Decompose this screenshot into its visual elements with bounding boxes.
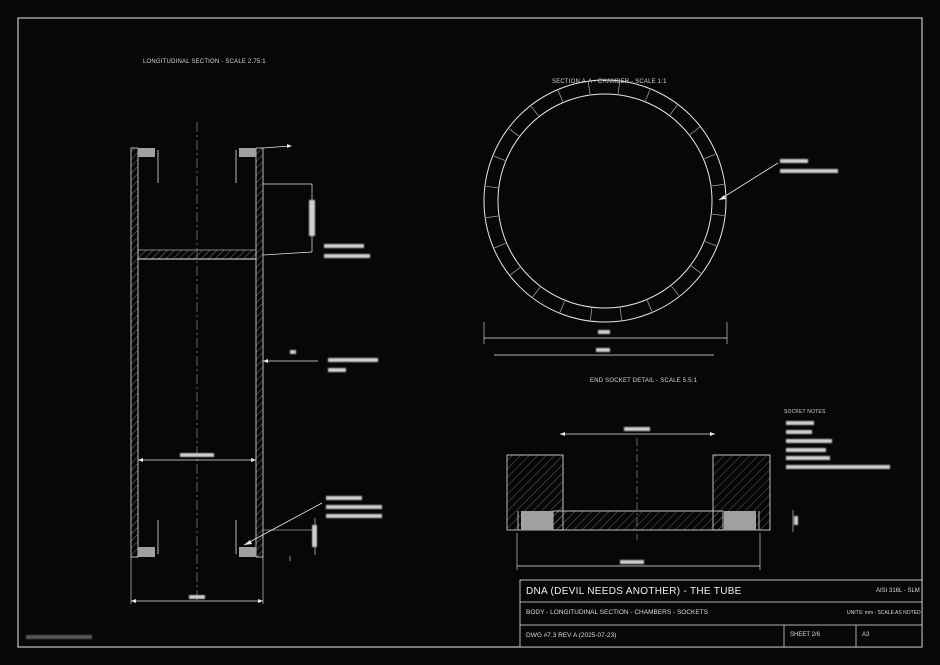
ring-wall-tick — [557, 90, 564, 102]
socket-floor — [552, 510, 724, 531]
left-wall — [130, 147, 139, 558]
ring-wall-tick — [711, 183, 724, 187]
ring-wall-tick — [704, 241, 717, 247]
ring-wall-tick — [589, 308, 593, 321]
cross-section-label: SECTION A-A - CHAMBER - SCALE 1:1 — [552, 79, 667, 85]
ring-wall-tick — [619, 307, 623, 320]
right-wall — [255, 147, 264, 558]
drawing-title: DNA (DEVIL NEEDS ANOTHER) - THE TUBE — [526, 586, 742, 597]
ring-wall-tick — [559, 300, 565, 313]
ring-wall-tick — [704, 153, 716, 160]
drawing-number: DWG #7.3 REV A (2025-07-23) — [526, 632, 617, 639]
inner-wall-circle — [497, 93, 713, 309]
sheet-number: SHEET 2/6 — [790, 632, 820, 638]
socket-insert-left — [521, 511, 553, 530]
ring-wall-tick — [645, 89, 651, 102]
ring-wall-tick — [587, 82, 591, 95]
top-right-socket — [239, 148, 256, 157]
ring-wall-tick — [510, 267, 521, 276]
chamber-cross-section-view — [483, 79, 838, 356]
ring-wall-tick — [617, 81, 621, 94]
longitudinal-section-view — [26, 122, 382, 639]
bottom-right-socket — [239, 547, 256, 557]
ring-wall-tick — [508, 128, 519, 137]
outer-wall-circle — [483, 79, 727, 323]
ring-wall-tick — [671, 285, 680, 296]
socket-leader-line — [243, 502, 323, 546]
socket-notes-title: SOCKET NOTES — [784, 409, 826, 415]
sheet-size: A3 — [862, 632, 870, 638]
ring-wall-tick — [532, 287, 541, 298]
ring-wall-tick — [646, 300, 653, 312]
ring-wall-tick — [712, 213, 725, 217]
units-label: UNITS: mm - SCALE AS NOTED — [847, 610, 921, 616]
drawing-subtitle: BODY - LONGITUDINAL SECTION - CHAMBERS -… — [526, 609, 709, 616]
longitudinal-section-label: LONGITUDINAL SECTION - SCALE 2.75:1 — [143, 59, 266, 65]
ring-wall-tick — [486, 215, 499, 219]
socket-insert-right — [724, 511, 756, 530]
top-left-socket — [138, 148, 155, 157]
bottom-left-socket — [138, 547, 155, 557]
ring-wall-tick — [530, 106, 539, 117]
ring-wall-tick — [691, 265, 702, 274]
title-block — [519, 579, 923, 648]
ring-wall-tick — [689, 126, 700, 135]
ring-wall-tick — [485, 185, 498, 189]
material-label: AISI 316L - SLM — [876, 588, 920, 594]
ring-wall-tick — [493, 155, 506, 161]
socket-detail-label: END SOCKET DETAIL - SCALE 5.5:1 — [590, 378, 698, 384]
ring-wall-tick — [669, 104, 678, 115]
ring-wall-tick — [494, 242, 506, 249]
end-socket-detail-view — [506, 421, 890, 570]
sheet-border — [17, 17, 923, 648]
